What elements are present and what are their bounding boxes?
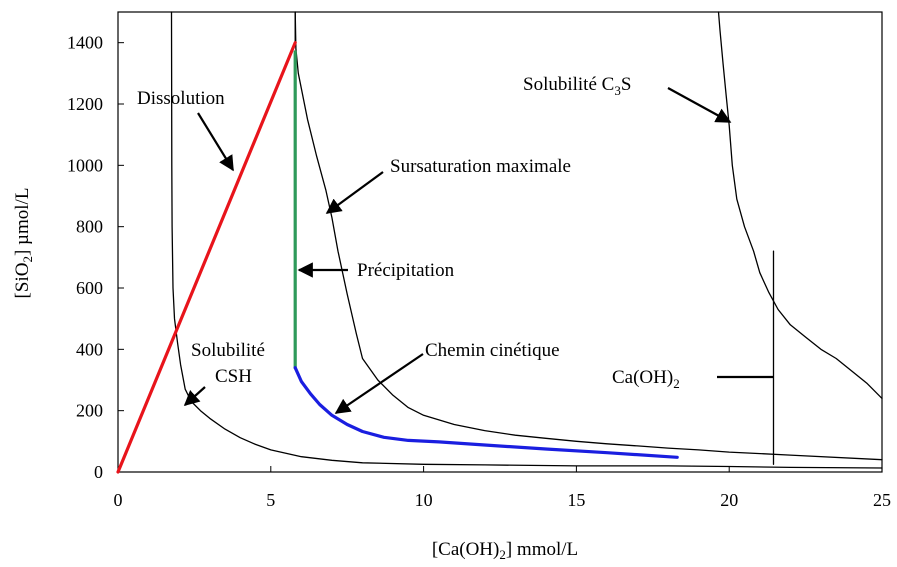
annotation-sursaturation: Sursaturation maximale xyxy=(390,156,571,177)
x-axis-title: [Ca(OH)2] mmol/L xyxy=(432,539,578,562)
series-layer xyxy=(116,11,883,474)
annotation-solubilite-csh-line2: CSH xyxy=(215,366,252,387)
series-dissolution xyxy=(116,41,297,474)
arrow-dissolution xyxy=(197,112,234,172)
y-tick-label: 1200 xyxy=(67,94,103,114)
annotation-arrows xyxy=(183,87,773,414)
arrow-sursaturation xyxy=(325,171,384,214)
arrow-chemin-cinetique xyxy=(334,353,424,414)
arrow-solubilite-c3s xyxy=(667,87,732,123)
annotation-chemin-cinetique: Chemin cinétique xyxy=(425,340,560,361)
axis-ticks: 0 5 10 15 20 25 0 200 400 600 800 1000 1200 1400 xyxy=(67,33,891,510)
y-tick-label: 800 xyxy=(76,217,103,237)
y-tick-label: 1400 xyxy=(67,33,103,53)
y-axis-title: [SiO2] µmol/L xyxy=(12,188,35,299)
annotation-solubilite-csh-line1: Solubilité xyxy=(191,340,265,361)
x-tick-label: 20 xyxy=(720,490,738,510)
y-tick-label: 400 xyxy=(76,339,103,359)
plot-frame xyxy=(117,11,883,473)
y-tick-label: 200 xyxy=(76,401,103,421)
series-c3s xyxy=(717,11,883,400)
plot-area-border xyxy=(117,11,883,473)
series-chemin-cinetique xyxy=(293,366,679,459)
x-tick-label: 15 xyxy=(567,490,585,510)
y-tick-label: 0 xyxy=(94,462,103,482)
y-tick-label: 1000 xyxy=(67,155,103,175)
annotation-dissolution: Dissolution xyxy=(137,88,225,109)
x-tick-label: 5 xyxy=(266,490,275,510)
series-csh xyxy=(170,11,883,469)
annotation-caoh2: Ca(OH)2 xyxy=(612,367,680,391)
series-sursaturation xyxy=(294,11,883,461)
annotation-solubilite-c3s: Solubilité C3S xyxy=(523,74,631,98)
x-tick-label: 0 xyxy=(114,490,123,510)
arrow-solubilite-csh xyxy=(183,386,206,407)
y-tick-label: 600 xyxy=(76,278,103,298)
x-tick-label: 10 xyxy=(415,490,433,510)
annotation-precipitation: Précipitation xyxy=(357,260,455,281)
x-tick-label: 25 xyxy=(873,490,891,510)
